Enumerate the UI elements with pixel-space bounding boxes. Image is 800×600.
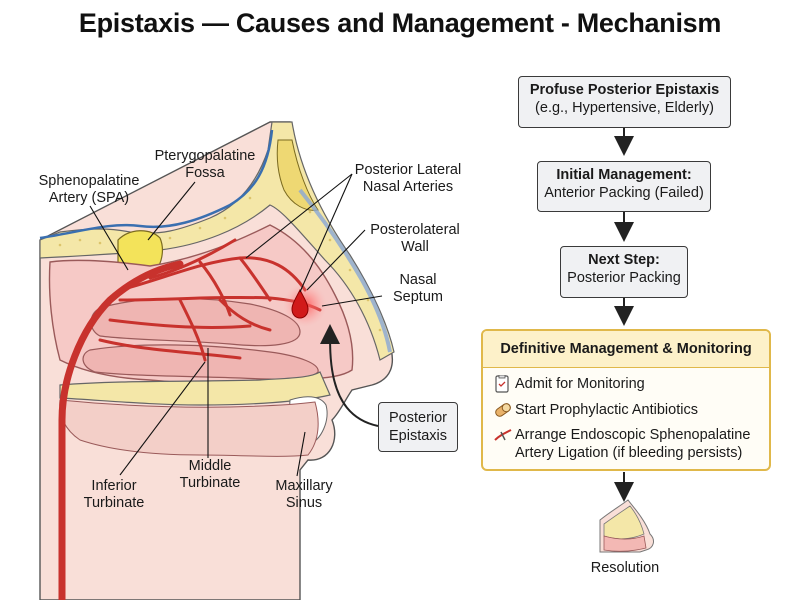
epistaxis-pointer-arrow	[320, 324, 379, 427]
page-title: Epistaxis — Causes and Management - Mech…	[78, 8, 722, 38]
blood-drop-icon	[291, 288, 309, 319]
pill-icon	[495, 403, 511, 417]
artery-branches	[98, 238, 322, 362]
clipboard-icon	[495, 375, 509, 393]
definitive-item-admit: Admit for Monitoring	[493, 375, 645, 393]
sphenopalatine-artery	[58, 260, 184, 600]
palate-bone	[59, 371, 331, 406]
flow-step-profuse-epistaxis: Profuse Posterior Epistaxis(e.g., Hypert…	[518, 76, 731, 128]
definitive-item-antibiotics: Start Prophylactic Antibiotics	[493, 401, 698, 419]
flow-step-initial-management: Initial Management:Anterior Packing (Fai…	[537, 161, 711, 212]
oral-tissue	[59, 399, 319, 457]
ligated-artery-icon	[494, 429, 512, 441]
frontal-sinus-shape	[276, 139, 319, 211]
leader-lines	[89, 173, 383, 477]
blue-vessel	[39, 129, 274, 240]
resolution-nose-icon	[599, 499, 654, 553]
skull-bone	[39, 121, 395, 361]
definitive-management-header: Definitive Management & Monitoring	[483, 331, 769, 368]
blue-vessel-lower	[298, 188, 392, 353]
definitive-management-box: Definitive Management & Monitoring Admit…	[481, 329, 771, 471]
flow-step-next-step: Next Step:Posterior Packing	[560, 246, 688, 298]
resolution-label: Resolution	[590, 560, 660, 576]
